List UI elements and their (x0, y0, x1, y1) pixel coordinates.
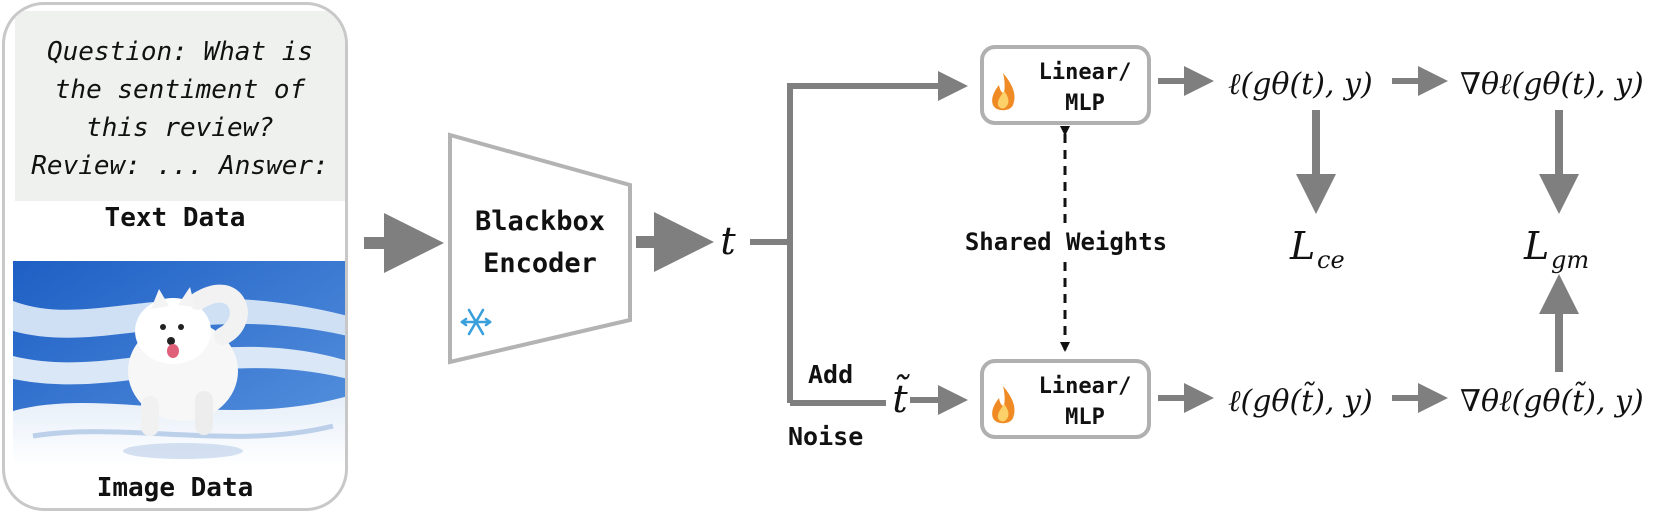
head-bottom-label-line2: MLP (1065, 405, 1105, 430)
head-top-label-line2: MLP (1065, 91, 1105, 116)
input-data-card: Question: What is the sentiment of this … (2, 2, 348, 511)
dog-photo (13, 261, 345, 467)
shared-weights-label: Shared Weights (965, 228, 1167, 256)
grad-clean: ∇θℓ(gθ(t), y) (1460, 67, 1644, 102)
loss-clean: ℓ(gθ(t), y) (1228, 67, 1373, 102)
noise-label: Noise (788, 422, 863, 451)
head-box-top (980, 45, 1151, 125)
flame-icon (992, 73, 1015, 111)
encoder-label-line2: Encoder (483, 248, 597, 279)
question-text-box (15, 11, 345, 201)
image-data-label: Image Data (96, 473, 254, 503)
head-bottom-label-line1: Linear/ (1039, 374, 1132, 399)
head-top-label-line1: Linear/ (1039, 60, 1132, 85)
flame-icon (992, 386, 1015, 424)
gm-loss-symbol: L (1523, 224, 1549, 268)
add-label: Add (808, 360, 853, 389)
head-box-bottom (980, 359, 1151, 439)
blackbox-encoder-shape (448, 132, 632, 365)
loss-noisy: ℓ(gθ(t̃), y) (1228, 381, 1373, 419)
gm-loss-subscript: gm (1551, 246, 1589, 274)
t-tilde-symbol: t̃ (892, 374, 910, 421)
snowflake-icon (460, 308, 492, 336)
t-symbol: t (720, 219, 736, 263)
text-data-label: Text Data (104, 203, 246, 233)
ce-loss-subscript: ce (1317, 246, 1345, 274)
encoder-label-line1: Blackbox (475, 206, 605, 237)
grad-noisy: ∇θℓ(gθ(t̃), y) (1460, 381, 1644, 419)
branch-upper (787, 83, 962, 403)
question-text: Question: What is the sentiment of this … (31, 37, 329, 181)
ce-loss-symbol: L (1289, 224, 1315, 268)
